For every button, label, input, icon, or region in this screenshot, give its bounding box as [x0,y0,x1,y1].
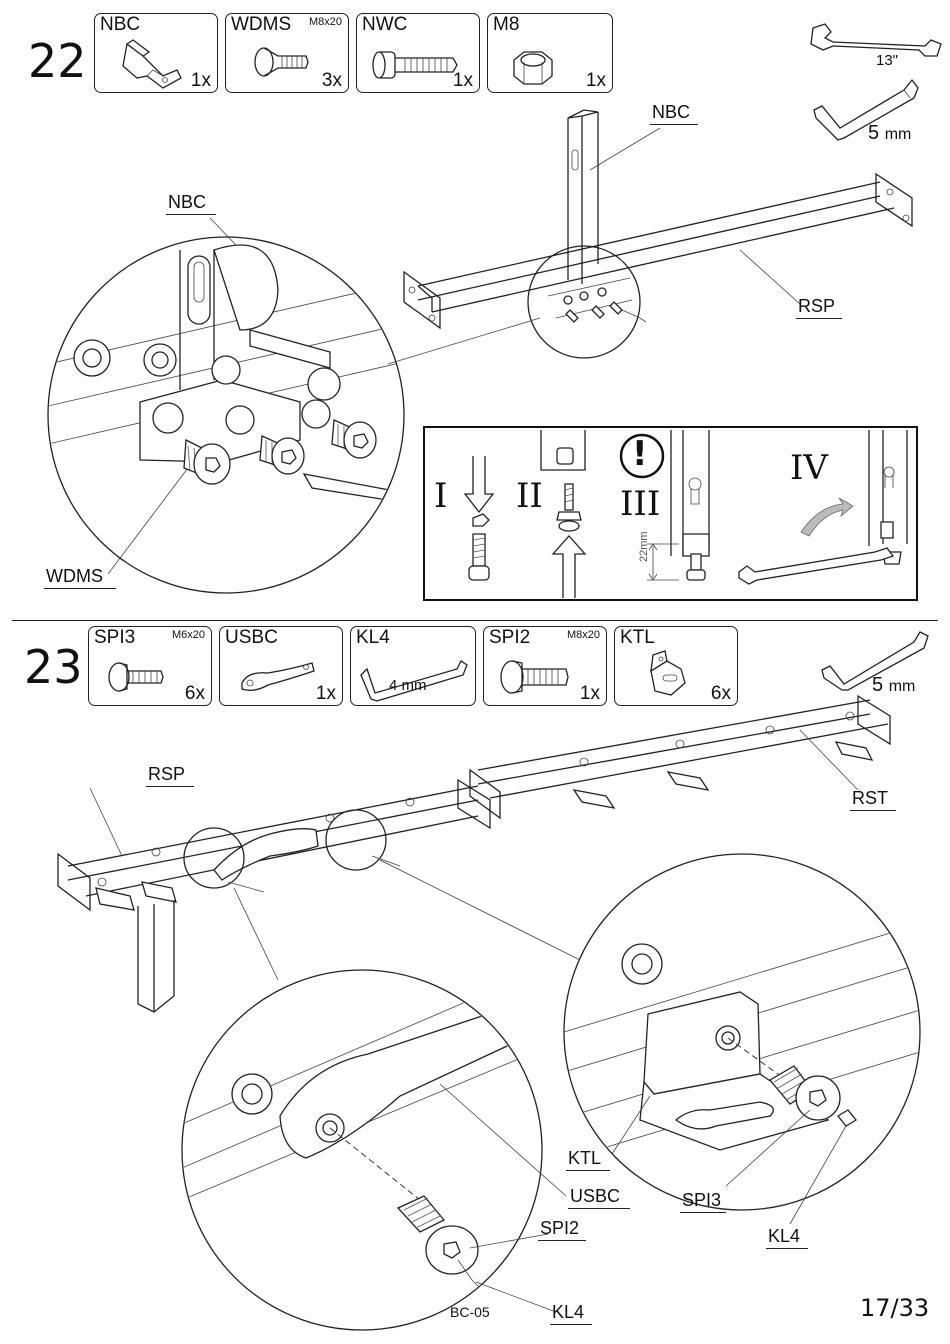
label-underline [680,1212,726,1213]
label-rsp: RSP [148,764,185,785]
label-usbc: USBC [570,1186,620,1207]
label-underline [568,1208,630,1209]
label-underline [44,588,116,589]
label-underline [550,1324,592,1325]
rail-assembly-drawing [0,620,950,1344]
detail-drawings [423,426,918,601]
label-underline [566,1170,610,1171]
label-underline [766,1248,808,1249]
page-number: 17/33 [860,1294,929,1322]
label-spi3: SPI3 [682,1190,721,1211]
dimension-label: 22mm [638,531,650,562]
document-code: BC-05 [450,1304,490,1320]
label-underline [538,1240,586,1241]
label-underline [850,810,896,811]
label-wdms: WDMS [46,566,103,587]
label-underline [796,318,842,319]
label-nbc-zoom: NBC [168,192,206,213]
label-kl4-bottom: KL4 [552,1302,584,1323]
label-underline [650,124,698,125]
label-kl4-right: KL4 [768,1226,800,1247]
label-underline [166,214,216,215]
label-rst: RST [852,788,888,809]
label-rsp: RSP [798,296,835,317]
label-nbc-top: NBC [652,102,690,123]
label-underline [146,786,194,787]
label-ktl: KTL [568,1148,601,1169]
label-spi2: SPI2 [540,1218,579,1239]
